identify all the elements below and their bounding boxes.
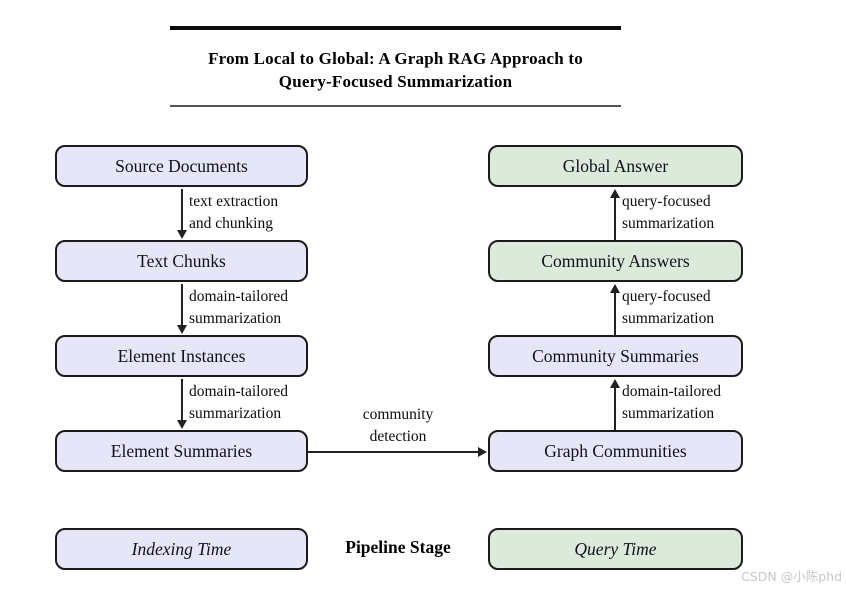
title-rule-bottom [170,105,621,107]
edge-label-domain-tailored-1: domain-tailored summarization [189,286,288,330]
node-label: Community Answers [541,250,690,271]
legend-label: Query Time [574,538,657,559]
arrow-up-line-2 [614,291,616,335]
edge-label-line: summarization [622,215,715,232]
node-label: Global Answer [562,155,669,176]
node-label: Text Chunks [137,250,226,271]
edge-label-text-extraction: text extraction and chunking [189,191,278,235]
legend-pipeline-stage: Pipeline Stage [345,537,451,557]
arrow-down-head-icon [177,230,187,239]
edge-label-domain-tailored-3: domain-tailored summarization [622,381,721,425]
node-graph-communities: Graph Communities [488,430,743,472]
edge-label-community-detection: community detection [318,404,478,448]
arrow-up-line-1 [614,196,616,240]
edge-label-query-focused-2: query-focused summarization [622,286,714,330]
edge-label-line: query-focused [622,193,711,210]
legend-indexing-time: Indexing Time [55,528,308,570]
node-label: Source Documents [115,155,248,176]
edge-label-line: summarization [622,310,715,327]
arrow-up-head-icon [610,284,620,293]
edge-label-line: summarization [189,310,282,327]
arrow-up-line-3 [614,386,616,430]
title-line-2: Query-Focused Summarization [278,72,513,91]
title-line-1: From Local to Global: A Graph RAG Approa… [208,49,583,68]
node-source-documents: Source Documents [55,145,308,187]
node-element-summaries: Element Summaries [55,430,308,472]
edge-label-line: detection [369,428,427,445]
node-label: Community Summaries [532,345,699,366]
arrow-down-line-3 [181,379,183,421]
arrow-right-head-icon [478,447,487,457]
arrow-down-line-2 [181,284,183,326]
edge-label-line: domain-tailored [622,383,721,400]
edge-label-line: query-focused [622,288,711,305]
arrow-down-head-icon [177,420,187,429]
node-community-summaries: Community Summaries [488,335,743,377]
node-text-chunks: Text Chunks [55,240,308,282]
arrow-right-line [308,451,480,453]
legend-label: Indexing Time [131,538,232,559]
edge-label-line: summarization [189,405,282,422]
edge-label-line: domain-tailored [189,288,288,305]
node-element-instances: Element Instances [55,335,308,377]
arrow-down-line-1 [181,189,183,231]
node-label: Element Instances [117,345,246,366]
arrow-down-head-icon [177,325,187,334]
edge-label-line: text extraction [189,193,279,210]
watermark: CSDN @小陈phd [741,569,842,584]
edge-label-line: domain-tailored [189,383,288,400]
figure-title: From Local to Global: A Graph RAG Approa… [170,47,621,93]
node-label: Element Summaries [110,440,253,461]
node-global-answer: Global Answer [488,145,743,187]
edge-label-line: summarization [622,405,715,422]
node-community-answers: Community Answers [488,240,743,282]
edge-label-domain-tailored-2: domain-tailored summarization [189,381,288,425]
node-label: Graph Communities [544,440,687,461]
edge-label-query-focused-1: query-focused summarization [622,191,714,235]
title-rule-top [170,26,621,30]
legend-query-time: Query Time [488,528,743,570]
arrow-up-head-icon [610,189,620,198]
edge-label-line: community [362,406,434,423]
arrow-up-head-icon [610,379,620,388]
edge-label-line: and chunking [189,215,273,232]
